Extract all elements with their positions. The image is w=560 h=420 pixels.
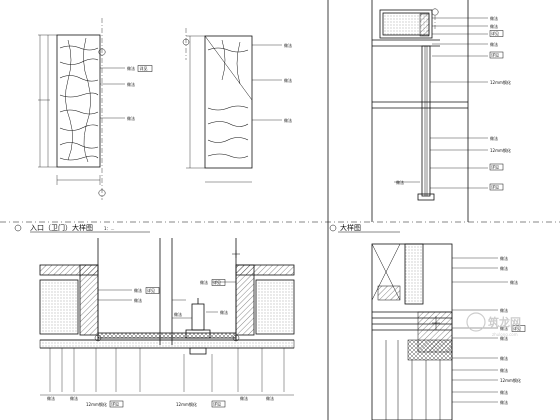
watermark: 筑龙网 zhulong.com [466, 312, 521, 337]
leader-label: 做法 [500, 307, 508, 313]
leader-label: 做法 [500, 255, 508, 261]
threshold-detail-labels: 做法 做法 做法 做法 做法 详见 做法 做法 做法 12mm钢化 做法 做法 [500, 255, 526, 405]
detail-title-left: 入口（卫门）大样图 [30, 223, 93, 232]
glass-wall-section-labels: 做法 做法 详见 做法 详见 12mm钢化 做法 12mm钢化 详见 详见 做法 [396, 15, 511, 191]
spec-tag: 详见 [491, 52, 499, 58]
leader-label: 做法 [500, 265, 508, 271]
leader-label: 做法 [500, 335, 508, 341]
leader-label: 做法 [220, 309, 228, 315]
spec-tag: 详见 [147, 287, 155, 293]
leader-label: 做法 [127, 115, 135, 121]
spec-tag: 详见 [491, 30, 499, 36]
leader-label: 做法 [266, 395, 274, 401]
dimension-label: 12mm钢化 [500, 377, 521, 383]
door-elevation-right-labels: 做法 做法 做法 [284, 42, 292, 123]
watermark-text: 筑龙网 [488, 315, 521, 329]
dimension-label: 12mm钢化 [490, 147, 511, 153]
leader-label: 做法 [134, 297, 142, 303]
leader-label: 做法 [500, 367, 508, 373]
leader-label: 做法 [127, 81, 135, 87]
dimension-label: 12mm钢化 [176, 401, 197, 407]
leader-label: 做法 [284, 77, 292, 83]
leader-label: 做法 [240, 395, 248, 401]
leader-label: 做法 [490, 15, 498, 21]
leader-label: 做法 [490, 23, 498, 29]
drawing-titles: 入口（卫门）大样图 1：… 大样图 [14, 223, 400, 233]
detail-title-right: 大样图 [340, 223, 361, 232]
threshold-detail [371, 243, 508, 420]
door-elevation-left-labels: 做法 详见 做法 做法 [127, 65, 153, 121]
leader-label: 做法 [500, 325, 508, 331]
leader-label: 做法 [47, 395, 55, 401]
leader-label: 做法 [510, 279, 518, 285]
leader-label: 做法 [490, 135, 498, 141]
spec-tag: 详见 [213, 401, 221, 407]
leader-label: 做法 [396, 179, 404, 185]
glass-wall-section [371, 0, 488, 222]
spec-tag: 详见 [213, 279, 221, 285]
leader-label: 做法 [70, 395, 78, 401]
dimension-label: 12mm钢化 [490, 79, 511, 85]
spec-tag: 详见 [513, 325, 521, 331]
watermark-domain: zhulong.com [492, 332, 518, 337]
leader-label: 做法 [500, 399, 508, 405]
leader-label: 做法 [127, 65, 135, 71]
dimension-label: 12mm钢化 [86, 401, 107, 407]
leader-label: 做法 [500, 355, 508, 361]
leader-label: 做法 [284, 42, 292, 48]
leader-label: 做法 [490, 41, 498, 47]
spec-tag: 详见 [491, 184, 499, 190]
leader-label: 做法 [134, 287, 142, 293]
door-elevation-right [182, 28, 282, 183]
leader-label: 做法 [500, 389, 508, 395]
leader-label: 做法 [284, 117, 292, 123]
floor-plan-section [39, 238, 295, 396]
floor-plan-section-labels: 做法 详见 做法 做法 详见 做法 做法 做法 做法 12mm钢化 详见 12m… [47, 279, 274, 408]
spec-tag: 详见 [491, 164, 499, 170]
leader-label: 做法 [200, 279, 208, 285]
detail-title-left-scale: 1：… [104, 226, 115, 231]
spec-tag: 详见 [111, 401, 119, 407]
leader-label: 做法 [174, 311, 182, 317]
spec-tag: 详见 [140, 65, 148, 71]
door-elevation-left [38, 18, 125, 200]
